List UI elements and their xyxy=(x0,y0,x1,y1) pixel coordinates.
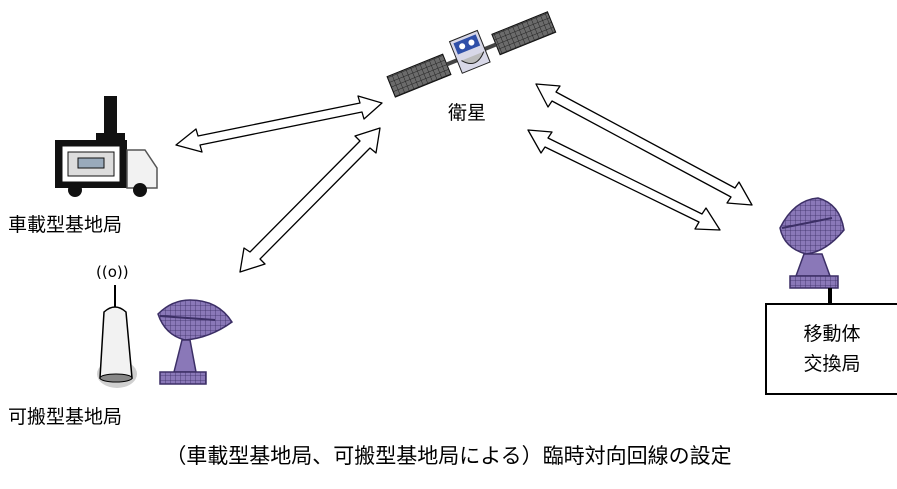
link-arrow-satellite-switch-upper xyxy=(535,83,753,206)
mobile-switch-label-line1: 移動体 xyxy=(803,323,861,345)
link-arrow-satellite-switch-lower xyxy=(527,129,721,231)
portable-base-station-icon xyxy=(97,285,137,388)
satellite-icon xyxy=(386,11,557,98)
link-arrow-vehicle-satellite xyxy=(175,95,383,153)
vehicle-base-station-icon xyxy=(55,96,158,197)
switching-dish-antenna-icon xyxy=(779,197,845,304)
portable-dish-antenna-icon xyxy=(157,299,234,385)
portable-station-label: 可搬型基地局 xyxy=(8,406,123,428)
radio-signal-icon: ((o)) xyxy=(96,263,129,281)
link-arrow-portable-satellite xyxy=(239,127,381,273)
vehicle-station-label: 車載型基地局 xyxy=(8,214,123,236)
diagram-caption: （車載型基地局、可搬型基地局による）臨時対向回線の設定 xyxy=(165,444,732,468)
mobile-switching-center-box: 移動体 交換局 xyxy=(765,303,897,395)
mobile-switch-label-line2: 交換局 xyxy=(803,353,861,375)
satellite-label: 衛星 xyxy=(448,102,487,124)
